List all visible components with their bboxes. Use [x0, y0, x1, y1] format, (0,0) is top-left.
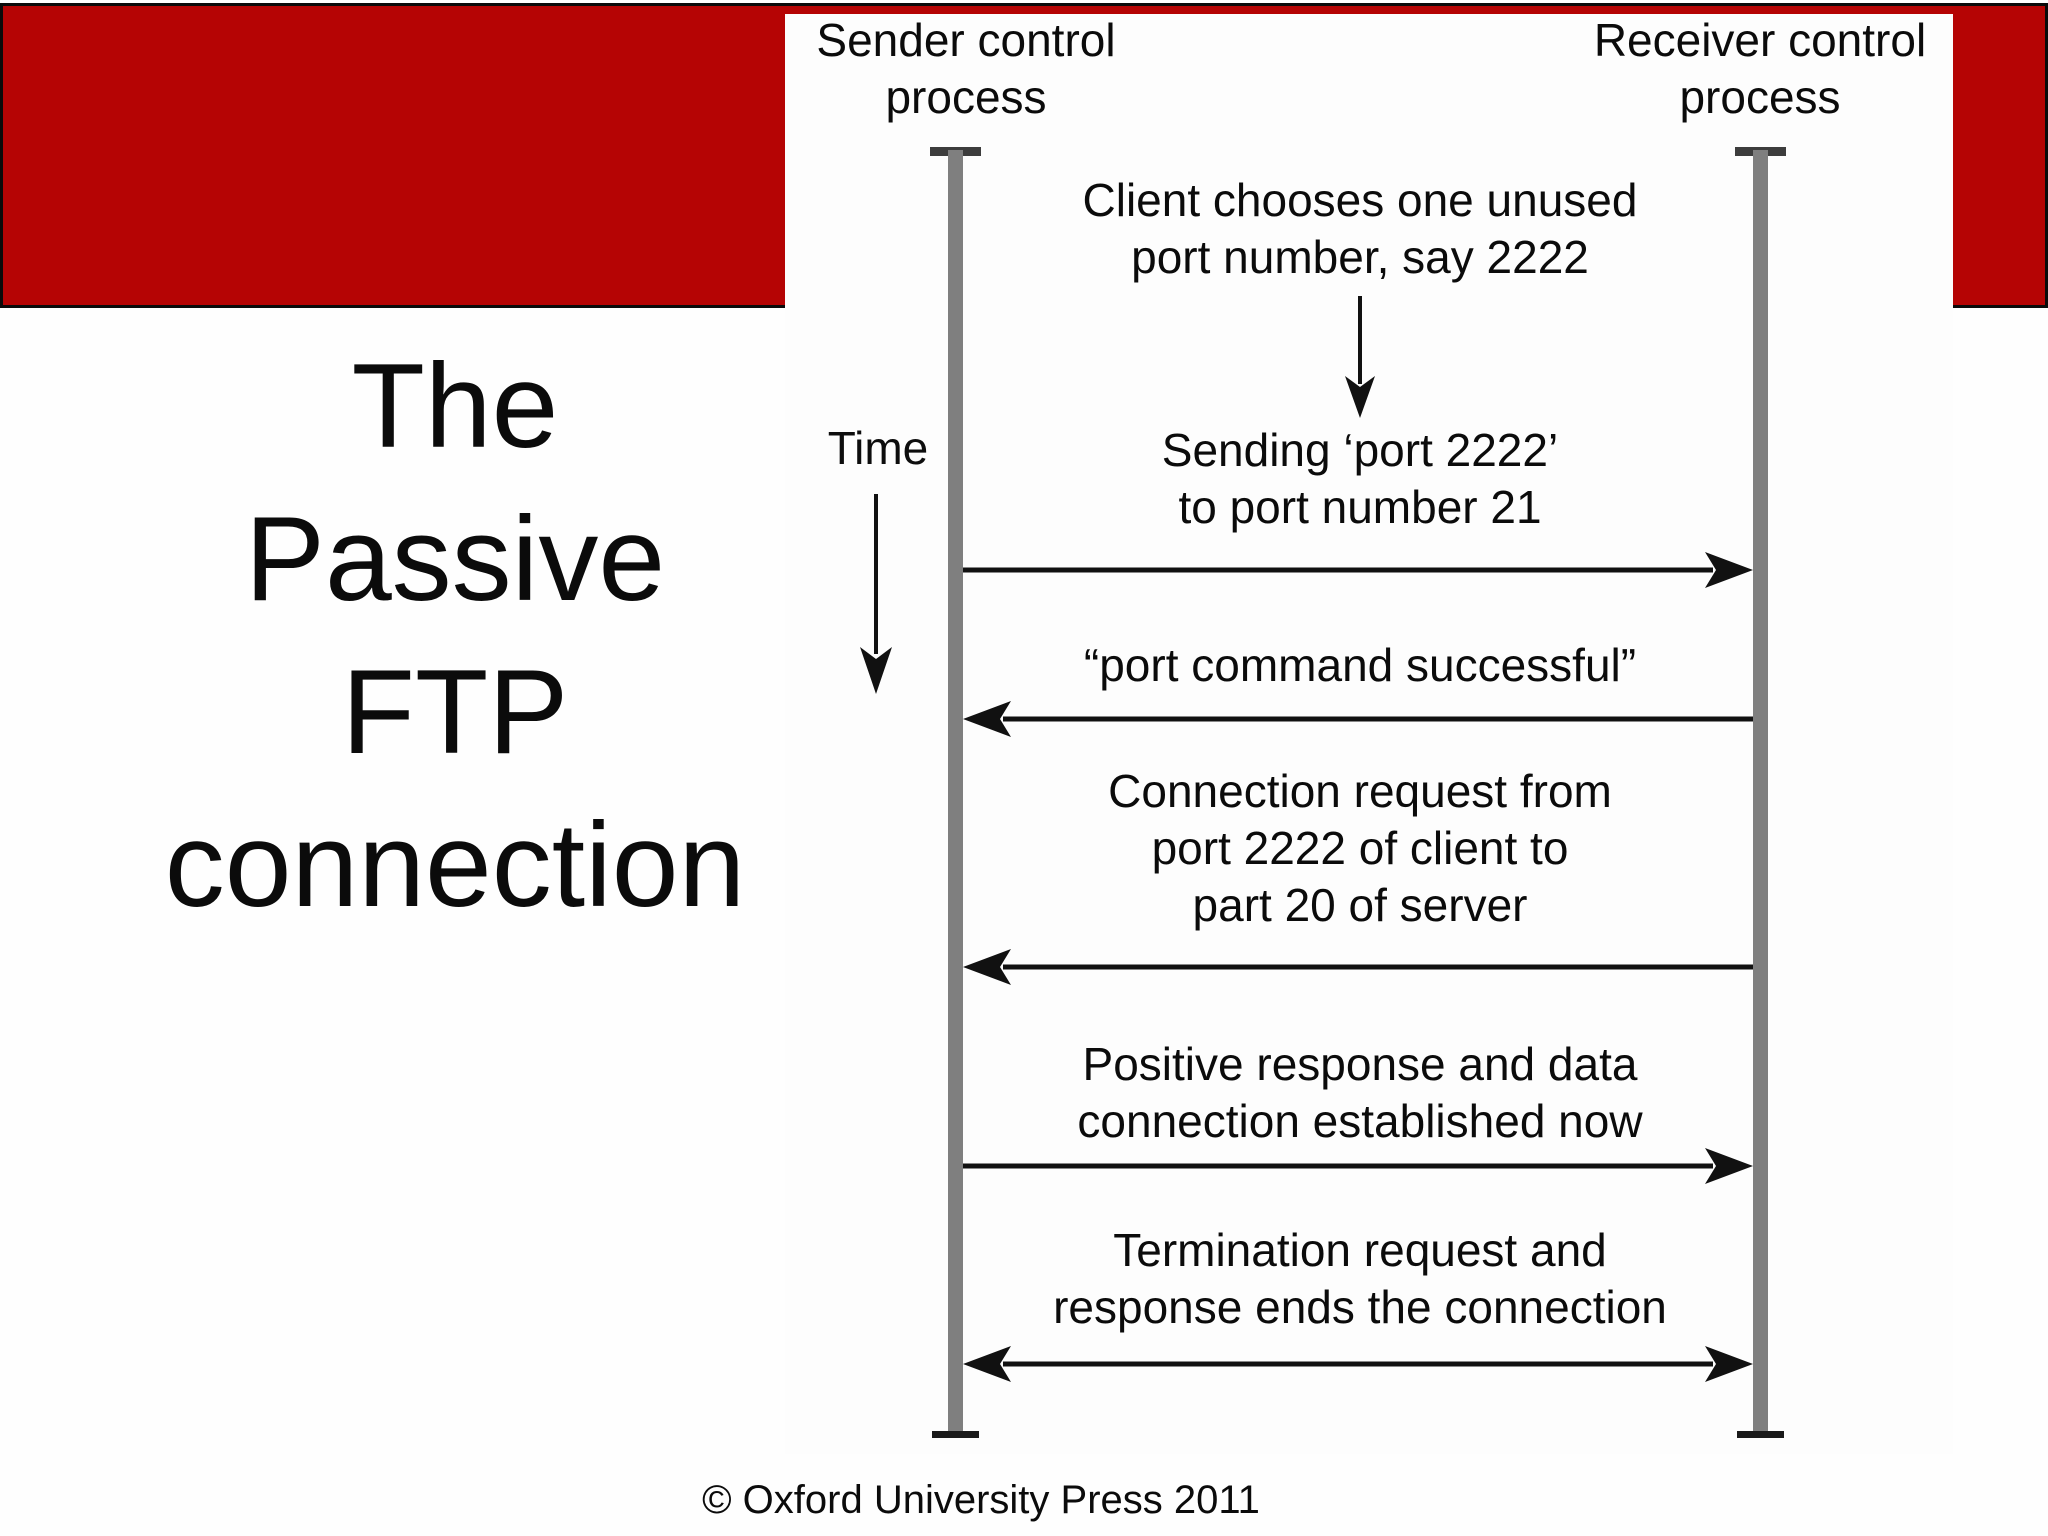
sender-lifeline-label: Sender control process — [766, 12, 1166, 126]
annotation-line: Sending ‘port 2222’ — [1161, 424, 1559, 476]
annotation-line: Termination request and — [1113, 1224, 1607, 1276]
annotation-line: port number, say 2222 — [1131, 231, 1589, 283]
annotation-line: to port number 21 — [1178, 481, 1542, 533]
title-line: FTP — [341, 645, 569, 779]
annotation-sending-port-2222: Sending ‘port 2222’ to port number 21 — [1010, 422, 1710, 536]
annotation-line: port 2222 of client to — [1151, 822, 1569, 874]
annotation-line: connection established now — [1077, 1095, 1643, 1147]
title-line: connection — [164, 798, 746, 932]
message-arrow-left-icon — [963, 699, 1753, 739]
message-arrow-left-icon — [963, 947, 1753, 987]
annotation-line: Client chooses one unused — [1082, 174, 1638, 226]
sender-lifeline-bottom-cap — [932, 1431, 979, 1438]
time-down-arrow-icon — [856, 494, 896, 694]
annotation-termination-request: Termination request and response ends th… — [1010, 1222, 1710, 1336]
time-label: Time — [827, 422, 929, 474]
annotation-positive-response: Positive response and data connection es… — [1010, 1036, 1710, 1150]
sender-label-line: Sender control — [816, 14, 1116, 66]
annotation-line: “port command successful” — [1083, 639, 1637, 691]
annotation-line: part 20 of server — [1192, 879, 1528, 931]
receiver-lifeline-bar — [1753, 150, 1768, 1435]
annotation-connection-request: Connection request from port 2222 of cli… — [1010, 763, 1710, 934]
slide-title: The Passive FTP connection — [105, 330, 805, 942]
annotation-line: response ends the connection — [1053, 1281, 1667, 1333]
annotation-line: Positive response and data — [1082, 1038, 1638, 1090]
receiver-lifeline-label: Receiver control process — [1560, 12, 1960, 126]
title-line: The — [351, 339, 559, 473]
receiver-label-line: process — [1679, 71, 1841, 123]
copyright-text: © Oxford University Press 2011 — [702, 1478, 1260, 1522]
receiver-label-line: Receiver control — [1593, 14, 1927, 66]
title-line: Passive — [244, 492, 666, 626]
receiver-lifeline-bottom-cap — [1737, 1431, 1784, 1438]
annotation-client-chooses-port: Client chooses one unused port number, s… — [1010, 172, 1710, 286]
message-arrow-right-icon — [963, 550, 1753, 590]
message-arrow-both-icon — [963, 1344, 1753, 1384]
sender-label-line: process — [885, 71, 1047, 123]
annotation-line: Connection request from — [1108, 765, 1612, 817]
sender-lifeline-bar — [948, 150, 963, 1435]
annotation-port-command-successful: “port command successful” — [1010, 637, 1710, 694]
annotation-down-arrow-icon — [1342, 296, 1378, 418]
message-arrow-right-icon — [963, 1146, 1753, 1186]
